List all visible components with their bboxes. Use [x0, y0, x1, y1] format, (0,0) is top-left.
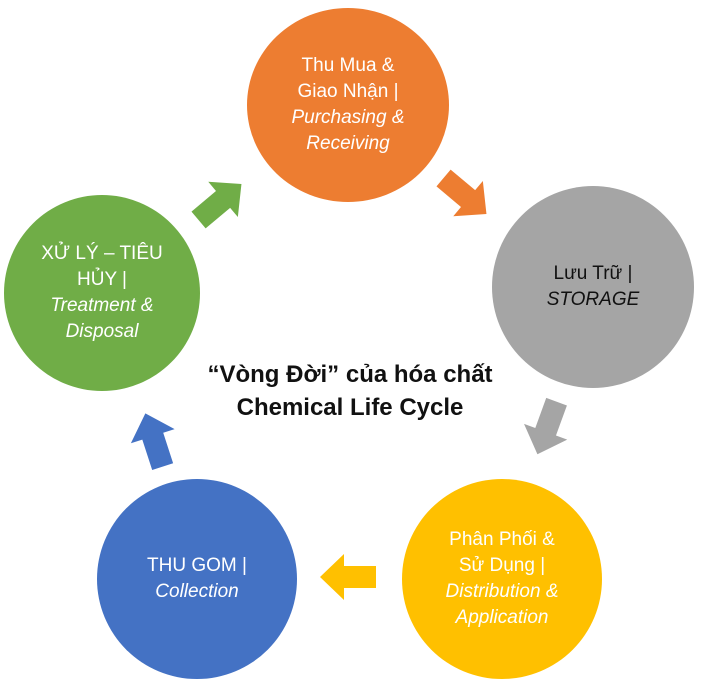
node-vi-line: Giao Nhận | [297, 81, 399, 102]
node-en-line: Application [455, 607, 549, 628]
node-en-line: Treatment & [50, 295, 154, 316]
arrow-purchasing-to-storage [436, 169, 487, 217]
node-vi-line: Lưu Trữ | [553, 263, 633, 284]
node-en-line: Disposal [65, 321, 139, 342]
node-en-line: Receiving [306, 133, 390, 154]
node-en-line: Distribution & [445, 581, 559, 602]
arrow-collection-to-treatment [130, 413, 175, 471]
title-vietnamese: “Vòng Đời” của hóa chất [207, 361, 493, 388]
node-en-line: Collection [155, 581, 239, 602]
node-vi-line: HỦY | [77, 269, 127, 290]
node-collection: THU GOM | Collection [97, 479, 297, 679]
title-english: Chemical Life Cycle [236, 394, 464, 421]
node-purchasing-receiving: Thu Mua & Giao Nhận | Purchasing & Recei… [247, 8, 449, 202]
node-storage: Lưu Trữ | STORAGE [492, 186, 694, 388]
arrow-treatment-to-purchasing [191, 181, 242, 229]
node-distribution-application: Phân Phối & Sử Dụng | Distribution & App… [402, 479, 602, 679]
node-vi-line: Phân Phối & [449, 529, 555, 550]
node-vi-line: XỬ LÝ – TIÊU [41, 243, 163, 264]
node-treatment-disposal: XỬ LÝ – TIÊU HỦY | Treatment & Disposal [4, 195, 200, 391]
arrow-storage-to-distribution [524, 397, 568, 455]
diagram-title: “Vòng Đời” của hóa chất Chemical Life Cy… [160, 358, 540, 424]
node-vi-line: Thu Mua & [301, 55, 395, 76]
node-en-line: STORAGE [546, 289, 640, 310]
arrow-distribution-to-collection [320, 554, 376, 600]
node-en-line: Purchasing & [291, 107, 405, 128]
node-vi-line: THU GOM | [147, 555, 247, 576]
node-vi-line: Sử Dụng | [458, 555, 546, 576]
